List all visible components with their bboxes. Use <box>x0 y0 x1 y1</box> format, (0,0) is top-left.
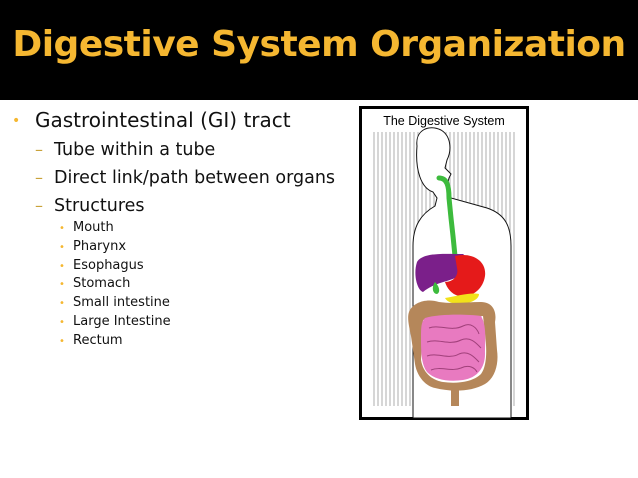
liver <box>415 253 467 292</box>
structure-item: Stomach <box>73 276 131 291</box>
gallbladder <box>432 282 440 294</box>
structure-item: Esophagus <box>73 258 144 273</box>
slide-title: Digestive System Organization <box>12 24 626 65</box>
figure-caption: The Digestive System <box>383 114 505 128</box>
esophagus <box>436 175 458 259</box>
digestive-system-figure: The Digestive System <box>359 106 529 420</box>
structure-item: Mouth <box>73 220 114 235</box>
bullet-marker: • <box>59 242 65 253</box>
bullet-marker: • <box>59 223 65 234</box>
large-intestine <box>408 300 498 391</box>
dash-marker: – <box>35 168 43 187</box>
bullet-marker: • <box>12 113 21 129</box>
sub-bullet-link: Direct link/path between organs <box>54 168 336 188</box>
bullet-marker: • <box>59 336 65 347</box>
title-bar <box>0 0 638 100</box>
sub-bullet-structures: Structures <box>54 196 145 216</box>
bullet-marker: • <box>59 317 65 328</box>
structure-item: Large Intestine <box>73 314 171 329</box>
intestine-folds <box>426 324 482 373</box>
pancreas <box>445 293 479 304</box>
rectum <box>451 386 459 406</box>
small-intestine <box>421 314 486 381</box>
stomach <box>445 254 486 297</box>
bullet-gi-tract: Gastrointestinal (GI) tract <box>35 108 291 132</box>
structure-item: Rectum <box>73 333 123 348</box>
bullet-marker: • <box>59 261 65 272</box>
bullet-marker: • <box>59 298 65 309</box>
structure-item: Small intestine <box>73 295 170 310</box>
bullet-marker: • <box>59 279 65 290</box>
dash-marker: – <box>35 140 43 159</box>
structure-item: Pharynx <box>73 239 127 254</box>
digestive-system-illustration: The Digestive System <box>362 109 526 419</box>
dash-marker: – <box>35 196 43 215</box>
sub-bullet-tube: Tube within a tube <box>54 140 216 160</box>
